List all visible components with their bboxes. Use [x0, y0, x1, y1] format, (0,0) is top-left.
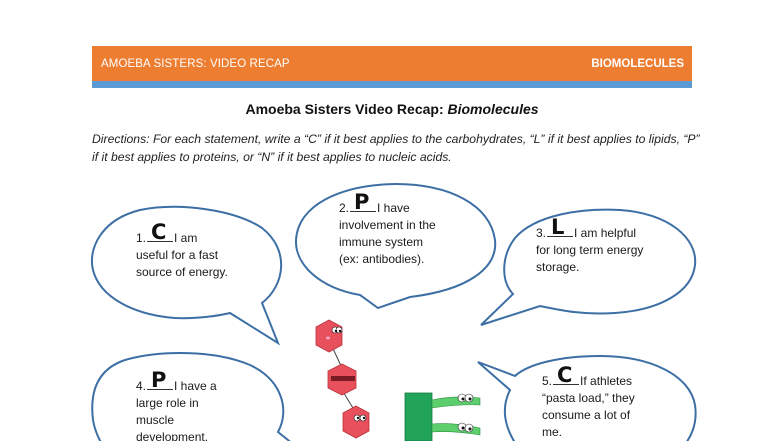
- header-topic-label: BIOMOLECULES: [591, 57, 684, 70]
- header-bar: AMOEBA SISTERS: VIDEO RECAP BIOMOLECULES: [92, 46, 692, 81]
- speech-bubble-5: [477, 354, 697, 441]
- answer-text: P: [151, 368, 167, 392]
- question-number: 5.: [542, 374, 553, 388]
- question-text-line: I am: [174, 231, 198, 245]
- answer-blank[interactable]: C: [147, 222, 174, 243]
- question-text-line: I have a: [174, 379, 217, 393]
- question-1: 1. C I am useful for a fast source of ener…: [136, 222, 228, 281]
- question-text-line: me.: [542, 425, 563, 439]
- question-text-line: for long term energy: [536, 243, 644, 257]
- answer-text: C: [557, 363, 573, 387]
- question-number: 2.: [339, 201, 350, 215]
- lipid-character: [404, 392, 481, 441]
- question-text-line: development.: [136, 430, 209, 441]
- title-prefix: Amoeba Sisters Video Recap:: [245, 101, 448, 117]
- question-text-line: If athletes: [580, 374, 633, 388]
- answer-text: P: [354, 190, 370, 214]
- question-text-line: useful for a fast: [136, 248, 219, 262]
- question-text-line: large role in: [136, 396, 199, 410]
- answer-blank[interactable]: C: [553, 365, 580, 386]
- question-text-line: muscle: [136, 413, 175, 427]
- question-text-line: I have: [377, 201, 410, 215]
- answer-blank[interactable]: P: [147, 370, 174, 391]
- answer-blank[interactable]: P: [350, 192, 377, 213]
- header-series-label: AMOEBA SISTERS: VIDEO RECAP: [101, 57, 290, 70]
- question-2: 2. P I have involvement in the immune syst…: [339, 192, 436, 268]
- question-5: 5. C If athletes “pasta load,” they consum…: [542, 365, 635, 441]
- question-text-line: “pasta load,” they: [542, 391, 635, 405]
- speech-bubble-4: [91, 352, 291, 441]
- question-4: 4. P I have a large role in muscle develop…: [136, 370, 217, 441]
- question-text-line: consume a lot of: [542, 408, 631, 422]
- answer-text: C: [151, 220, 167, 244]
- question-text-line: involvement in the: [339, 218, 436, 232]
- question-3: 3. L I am helpful for long term energy sto…: [536, 217, 644, 276]
- page-title: Amoeba Sisters Video Recap: Biomolecules: [0, 101, 784, 117]
- answer-text: L: [551, 215, 565, 239]
- question-text-line: (ex: antibodies).: [339, 252, 425, 266]
- directions-label: Directions: [92, 132, 147, 146]
- title-topic: Biomolecules: [447, 101, 539, 117]
- speech-bubble-3: [480, 208, 697, 326]
- directions-text: Directions: For each statement, write a …: [92, 130, 702, 166]
- question-number: 4.: [136, 379, 147, 393]
- question-number: 1.: [136, 231, 147, 245]
- header-stripe: [92, 81, 692, 88]
- question-number: 3.: [536, 226, 547, 240]
- question-text-line: storage.: [536, 260, 580, 274]
- speech-bubble-1: [91, 205, 283, 346]
- speech-bubble-2: [294, 182, 497, 310]
- carbohydrate-character-chain: [315, 319, 370, 439]
- directions-body: : For each statement, write a “C” if it …: [92, 132, 700, 164]
- question-text-line: source of energy.: [136, 265, 228, 279]
- question-text-line: immune system: [339, 235, 424, 249]
- question-text-line: I am helpful: [574, 226, 637, 240]
- answer-blank[interactable]: L: [547, 217, 574, 238]
